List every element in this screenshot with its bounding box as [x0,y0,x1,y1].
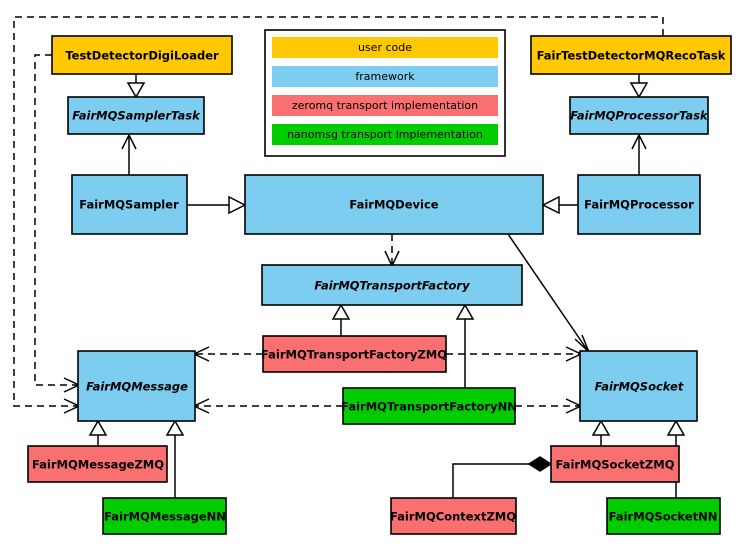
node-box-FairTestDetectorMQRecoTask[interactable] [530,35,732,75]
legend-item-nanomsg: nanomsg transport implementation [272,124,498,145]
edge-layer [13,16,686,498]
legend-swatch-nanomsg [272,124,498,145]
node-box-FairMQMessageNN[interactable] [102,497,227,535]
node-box-FairMQTransportFactory[interactable] [261,264,523,306]
node-FairMQTransportFactory[interactable]: FairMQTransportFactory [261,264,523,306]
node-label-FairMQMessageNN: FairMQMessageNN [104,510,226,524]
edge-sampler-device [187,195,247,215]
node-label-FairMQMessageZMQ: FairMQMessageZMQ [32,458,164,472]
node-label-FairMQProcessor: FairMQProcessor [584,198,694,212]
legend-item-framework: framework [272,66,498,87]
node-label-FairMQContextZMQ: FairMQContextZMQ [390,510,516,524]
node-FairMQProcessorTask[interactable]: FairMQProcessorTask [569,96,709,135]
legend-swatch-framework [272,66,498,87]
node-box-FairMQSocketNN[interactable] [606,497,721,535]
edge-socketzmq-contextzmq [452,456,553,498]
edge-messagenn-message [165,419,185,498]
node-box-FairMQMessageZMQ[interactable] [27,445,168,483]
node-FairMQSocket[interactable]: FairMQSocket [579,350,698,422]
node-label-FairMQSocketZMQ: FairMQSocketZMQ [556,458,675,472]
edge-processor-processortask [631,133,647,175]
node-label-FairMQSamplerTask: FairMQSamplerTask [72,109,201,123]
node-FairMQMessage[interactable]: FairMQMessage [77,350,196,422]
node-box-FairMQSamplerTask[interactable] [67,96,205,135]
node-box-FairMQContextZMQ[interactable] [390,497,517,535]
node-box-FairMQSocket[interactable] [579,350,698,422]
node-FairMQSamplerTask[interactable]: FairMQSamplerTask [67,96,205,135]
edge-device-factory [384,234,400,268]
node-label-FairMQDevice: FairMQDevice [349,198,438,212]
node-FairMQProcessor[interactable]: FairMQProcessor [577,174,701,235]
node-FairMQContextZMQ[interactable]: FairMQContextZMQ [390,497,517,535]
node-box-TestDetectorDigiLoader[interactable] [51,35,233,75]
node-label-FairMQTransportFactoryNN: FairMQTransportFactoryNN [341,400,517,414]
legend: user code framework zeromq transport imp… [264,29,506,157]
edge-digiloader-samplertask [126,74,146,99]
node-FairMQDevice[interactable]: FairMQDevice [244,174,544,235]
legend-item-user-code: user code [272,37,498,58]
legend-swatch-zeromq [272,95,498,116]
edge-sampler-samplertask [121,133,137,175]
node-box-FairMQProcessorTask[interactable] [569,96,709,135]
node-FairTestDetectorMQRecoTask[interactable]: FairTestDetectorMQRecoTask [530,35,732,75]
node-box-FairMQMessage[interactable] [77,350,196,422]
node-label-TestDetectorDigiLoader: TestDetectorDigiLoader [65,49,219,63]
node-TestDetectorDigiLoader[interactable]: TestDetectorDigiLoader [51,35,233,75]
node-FairMQMessageNN[interactable]: FairMQMessageNN [102,497,227,535]
node-box-FairMQProcessor[interactable] [577,174,701,235]
node-label-FairMQTransportFactory: FairMQTransportFactory [314,279,470,293]
node-label-FairMQTransportFactoryZMQ: FairMQTransportFactoryZMQ [261,348,447,362]
node-FairMQTransportFactoryNN[interactable]: FairMQTransportFactoryNN [341,387,517,425]
edge-socketzmq-socket [591,419,611,446]
edge-factorynn-factory [455,303,475,388]
node-FairMQSocketNN[interactable]: FairMQSocketNN [606,497,721,535]
node-FairMQMessageZMQ[interactable]: FairMQMessageZMQ [27,445,168,483]
legend-swatch-user-code [272,37,498,58]
edge-factoryzmq-socket [446,346,583,362]
node-label-FairMQMessage: FairMQMessage [86,380,188,394]
legend-label-zeromq: zeromq transport implementation [292,99,478,112]
edge-recotask-processortask [629,74,649,99]
edge-factoryzmq-factory [331,303,351,336]
edge-processor-device [541,195,578,215]
legend-label-user-code: user code [358,41,412,54]
edge-factoryzmq-message [192,346,263,362]
legend-label-framework: framework [355,70,415,83]
node-label-FairMQSocketNN: FairMQSocketNN [609,510,718,524]
legend-label-nanomsg: nanomsg transport implementation [287,128,483,141]
node-label-FairMQSocket: FairMQSocket [595,380,684,394]
node-FairMQSampler[interactable]: FairMQSampler [71,174,188,235]
node-label-FairTestDetectorMQRecoTask: FairTestDetectorMQRecoTask [537,49,726,63]
node-FairMQTransportFactoryZMQ[interactable]: FairMQTransportFactoryZMQ [261,335,447,373]
node-layer: TestDetectorDigiLoader FairTestDetectorM… [27,35,732,535]
node-box-FairMQTransportFactoryNN[interactable] [342,387,516,425]
node-label-FairMQSampler: FairMQSampler [79,198,179,212]
edge-factorynn-socket [515,398,583,414]
node-box-FairMQTransportFactoryZMQ[interactable] [262,335,447,373]
node-box-FairMQDevice[interactable] [244,174,544,235]
legend-item-zeromq: zeromq transport implementation [272,95,498,116]
node-label-FairMQProcessorTask: FairMQProcessorTask [570,109,709,123]
node-FairMQSocketZMQ[interactable]: FairMQSocketZMQ [550,445,680,483]
node-box-FairMQSampler[interactable] [71,174,188,235]
node-box-FairMQSocketZMQ[interactable] [550,445,680,483]
edge-messagezmq-message [88,419,108,446]
edge-factorynn-message [192,398,343,414]
